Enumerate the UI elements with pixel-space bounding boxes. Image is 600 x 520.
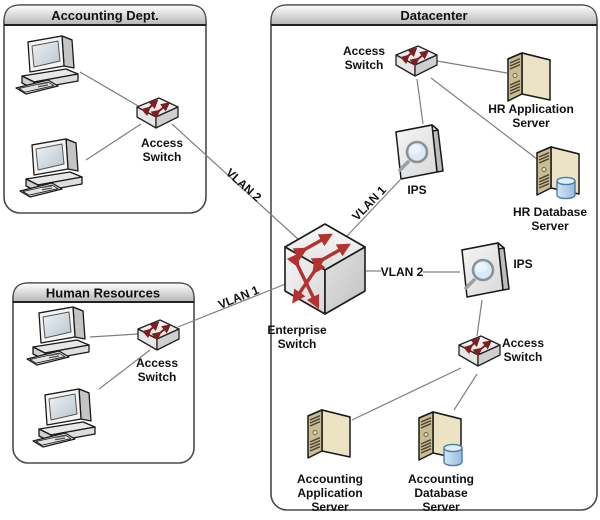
svg-text:Server: Server	[512, 116, 550, 130]
accounting-application-server-icon	[307, 409, 351, 459]
datacenter-group: Datacenter	[270, 4, 598, 511]
accounting-dept-titlebar	[3, 4, 207, 26]
svg-text:Accounting: Accounting	[297, 472, 363, 486]
svg-text:Switch: Switch	[143, 150, 182, 164]
link-hr-pc2-switch	[98, 349, 151, 390]
svg-text:Switch: Switch	[278, 337, 317, 351]
link-dc-switch1-ips-top	[416, 78, 424, 125]
hr-database-cylinder-icon	[556, 176, 576, 200]
accounting-access-switch-label: Access Switch	[141, 136, 183, 164]
svg-text:Switch: Switch	[138, 370, 177, 384]
datacenter-titlebar	[270, 4, 598, 26]
svg-text:Accounting: Accounting	[408, 472, 474, 486]
svg-text:HR Application: HR Application	[488, 102, 574, 116]
enterprise-switch-label: Enterprise Switch	[267, 323, 327, 351]
svg-text:Server: Server	[422, 500, 460, 514]
ips-right-icon	[460, 241, 511, 299]
link-acct-pc2-switch	[85, 123, 142, 161]
accounting-dept-title: Accounting Dept.	[51, 8, 159, 23]
accounting-database-server-label: Accounting Database Server	[408, 472, 474, 514]
vlan2-datacenter-label: VLAN 2	[381, 265, 424, 279]
svg-text:Access: Access	[141, 136, 183, 150]
human-resources-titlebar	[12, 282, 195, 303]
link-dc-switch2-acct-app-server	[351, 367, 462, 421]
link-ips-right-dc-switch2	[476, 299, 483, 337]
ips-right-label: IPS	[513, 257, 532, 271]
accounting-application-server-label: Accounting Application Server	[297, 472, 363, 514]
svg-text:Application: Application	[297, 486, 362, 500]
ips-top-label: IPS	[407, 183, 426, 197]
svg-text:Database: Database	[414, 486, 468, 500]
link-ips-top-enterprise	[346, 179, 401, 237]
hr-application-server-icon	[507, 52, 551, 102]
link-dc-switch1-hr-app-server	[436, 60, 508, 74]
svg-text:Access: Access	[502, 336, 544, 350]
connections	[79, 60, 538, 421]
hr-database-server-label: HR Database Server	[513, 205, 587, 233]
dc-top-access-switch-label: Access Switch	[343, 44, 385, 72]
link-hr-pc1-switch	[89, 333, 139, 338]
ips-top-icon	[394, 123, 445, 181]
svg-text:HR Database: HR Database	[513, 205, 587, 219]
hr-access-switch-label: Access Switch	[136, 356, 178, 384]
accounting-database-cylinder-icon	[443, 443, 463, 467]
hr-database-server-icon	[536, 146, 580, 200]
link-dc-switch1-hr-db-server	[430, 77, 538, 160]
link-acct-switch-enterprise	[171, 123, 300, 241]
dc-bottom-access-switch-label: Access Switch	[502, 336, 544, 364]
link-acct-pc1-switch	[79, 71, 141, 108]
hr-application-server-label: HR Application Server	[488, 102, 574, 130]
vlan1-hr-label: VLAN 1	[216, 283, 261, 312]
vlan2-accounting-label: VLAN 2	[223, 166, 264, 205]
human-resources-title: Human Resources	[46, 286, 160, 301]
svg-text:Switch: Switch	[345, 58, 384, 72]
svg-text:Switch: Switch	[504, 350, 543, 364]
link-hr-switch-enterprise	[177, 282, 289, 328]
svg-text:Access: Access	[343, 44, 385, 58]
link-dc-switch2-acct-db-server	[453, 373, 478, 411]
svg-text:Server: Server	[311, 500, 349, 514]
svg-text:Enterprise: Enterprise	[267, 323, 327, 337]
datacenter-title: Datacenter	[400, 8, 467, 23]
svg-text:Server: Server	[531, 219, 569, 233]
svg-text:Access: Access	[136, 356, 178, 370]
node-labels: Access Switch Access Switch Access Switc…	[136, 44, 587, 514]
